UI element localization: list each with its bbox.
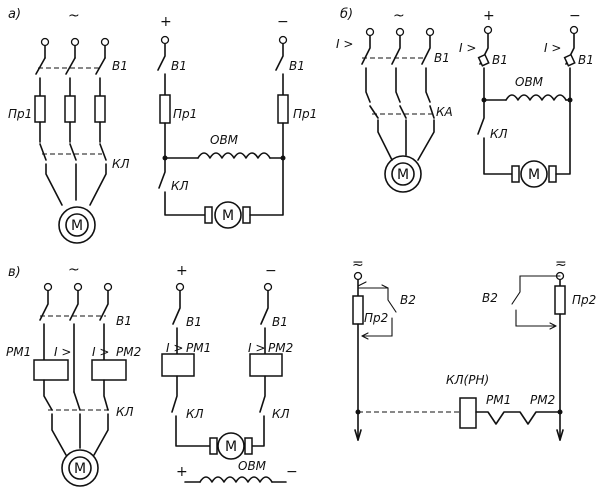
fuse-label-a2: Пр1 [173,107,197,121]
contactor-label-a2: КЛ [171,179,189,193]
switch-label-c1: В1 [116,314,132,328]
dc-circuit-b: + − I > I > М В1 В1 ОВМ КЛ [459,8,594,188]
ac-symbol-b: ~ [393,8,405,24]
switch-label-a2: В1 [171,59,187,73]
panel-c-label: в) [8,265,21,280]
overcurrent-label-c2: I > [92,345,109,359]
overcurrent-label-b3: I > [544,41,561,55]
overcurrent-label-c4: I > [248,341,265,355]
switch-label-c3: В1 [272,315,288,329]
motor-label-b1: М [397,167,409,183]
panel-a: а) ~ М В1 Пр1 КЛ + − [8,7,317,244]
dc-circuit-c: + − М В1 В1 I > РМ1 I > РМ2 КЛ КЛ + [161,263,298,483]
fuse2-label-d2: Пр2 [572,293,596,307]
panel-b-label: б) [340,7,353,22]
panel-a-label: а) [8,7,21,22]
motor-label-c1: М [74,461,86,477]
overcurrent-label-c1: I > [54,345,71,359]
ac-circuit-c: М В1 РМ1 I > I > РМ2 КЛ [6,282,141,487]
switch2-label-d1: В2 [400,293,416,307]
relay1-label-c1: РМ1 [6,345,31,359]
switch-label-b3: В1 [578,53,594,67]
relay2-label-d: РМ2 [530,393,555,407]
dc-ac-symbol-d1: ≂ [352,256,364,272]
ac-symbol-c: ~ [68,262,80,278]
minus-symbol-a: − [277,14,289,30]
fuse-label-a3: Пр1 [293,107,317,121]
switch2-label-d2: В2 [482,291,498,305]
relay2-label-c2: РМ2 [268,341,293,355]
contactor-label-a1: КЛ [112,157,130,171]
breaker-label-b: КА [436,105,453,119]
motor-label-b2: М [528,167,540,183]
ac-symbol-a: ~ [68,8,80,24]
plus-symbol-b: + [483,8,495,24]
contactor-label-b: КЛ [490,127,508,141]
switch-label-b1: В1 [434,51,450,65]
fuse-label-a1: Пр1 [8,107,32,121]
minus-symbol-c2: − [286,464,298,480]
plus-symbol-c: + [176,263,188,279]
coil-label-d: КЛ(РН) [446,373,489,387]
switch-label-b2: В1 [492,53,508,67]
contactor-label-c3: КЛ [272,407,290,421]
minus-symbol-c: − [265,263,277,279]
motor-label-c2: М [225,439,237,455]
minus-symbol-b: − [569,8,581,24]
plus-symbol-c2: + [176,464,188,480]
relay1-label-c2: РМ1 [186,341,211,355]
panel-d: ≂ ≂ Пр2 В2 Пр2 В2 КЛ(РН) РМ1 РМ2 [352,256,596,441]
overcurrent-label-b1: I > [336,37,353,51]
relay1-label-d: РМ1 [486,393,511,407]
plus-symbol-a: + [160,14,172,30]
dc-ac-symbol-d2: ≂ [555,256,567,272]
field-winding-label-b: ОВМ [515,75,544,89]
field-winding-label-c: ОВМ [238,459,267,473]
switch-label-a1: В1 [112,59,128,73]
dc-circuit-a: + − М В1 В1 Пр1 Пр1 ОВМ КЛ [157,14,317,229]
relay2-label-c1: РМ2 [116,345,141,359]
switch-label-c2: В1 [186,315,202,329]
panel-c: в) ~ М В1 РМ1 I > I > РМ2 КЛ + − [6,262,298,487]
ac-circuit-a: М В1 Пр1 КЛ [8,37,130,244]
panel-b: б) ~ I > М В1 КА + − I > I > [336,7,594,193]
overcurrent-label-c3: I > [166,341,183,355]
switch-label-a3: В1 [289,59,305,73]
contactor-label-c2: КЛ [186,407,204,421]
contactor-label-c1: КЛ [116,405,134,419]
ac-circuit-b: I > М В1 КА [336,27,453,193]
field-winding-label-a: ОВМ [210,133,239,147]
fuse2-label-d1: Пр2 [364,311,388,325]
overcurrent-label-b2: I > [459,41,476,55]
motor-label-a1: М [71,218,83,234]
motor-label-a2: М [222,208,234,224]
